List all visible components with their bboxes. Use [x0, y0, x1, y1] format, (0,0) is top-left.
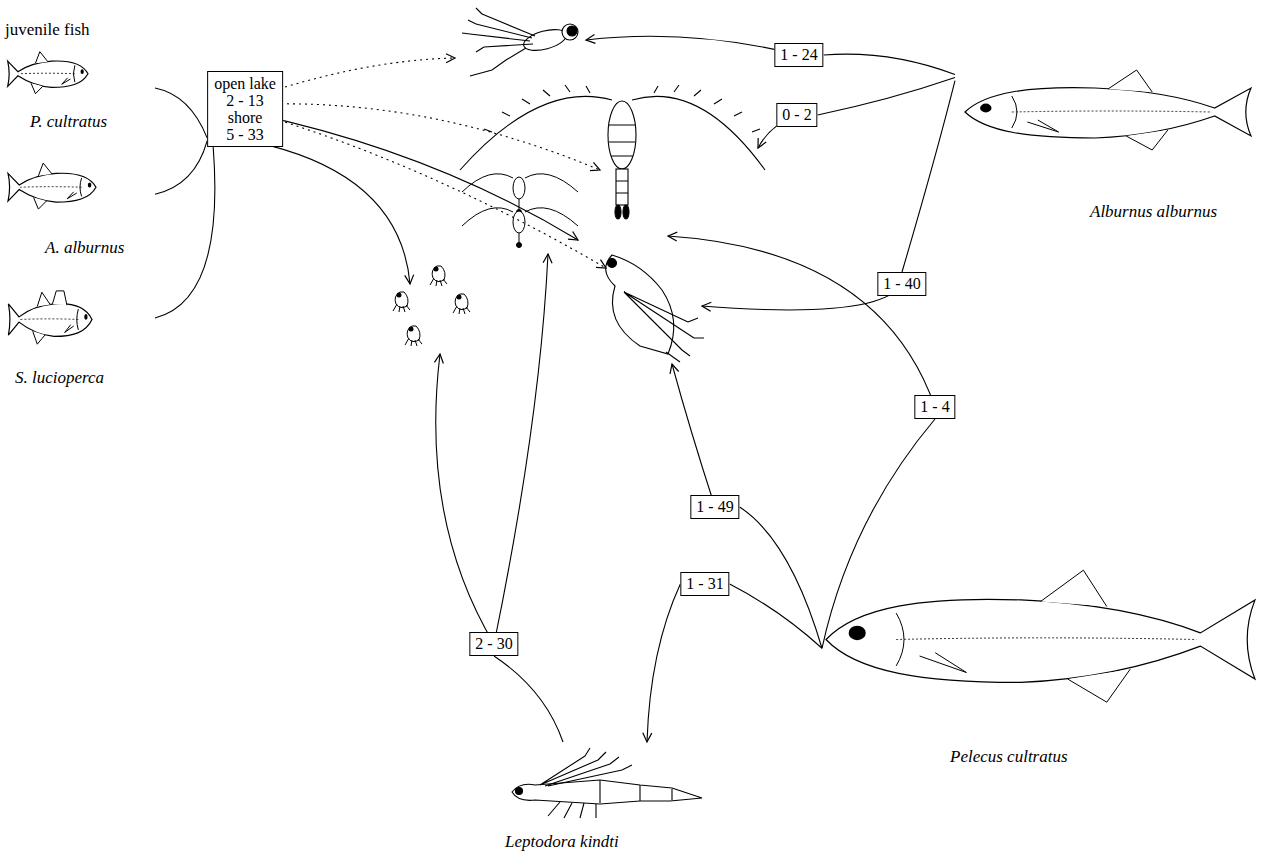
- range-text: 5 - 33: [214, 126, 276, 143]
- organism-name: S. lucioperca: [15, 368, 104, 388]
- leptodora-drawing: [512, 748, 702, 818]
- count-box: 1 - 31: [680, 572, 729, 596]
- connector-line: [155, 88, 207, 138]
- daphnia-drawing: [606, 255, 704, 362]
- count-box: 1 - 4: [914, 395, 955, 419]
- connector-line: [155, 141, 207, 194]
- connector-line: [740, 507, 822, 648]
- feeding-arrow: [245, 36, 935, 644]
- connector: [818, 78, 955, 115]
- arrowhead: [643, 733, 652, 742]
- organism-figure: Leptodora kindti: [500, 742, 710, 852]
- count-box: 1 - 49: [690, 495, 739, 519]
- connector-line: [824, 54, 955, 74]
- connector-line: [494, 656, 563, 742]
- organism-name: A. alburnus: [45, 238, 124, 258]
- juvenile-fish-drawing: [8, 52, 88, 94]
- count-box: 0 - 2: [776, 103, 817, 127]
- connector-line: [155, 147, 215, 318]
- organism-figure: Alburnus alburnus: [955, 70, 1255, 222]
- bosmina-drawing: [393, 266, 470, 346]
- connector: [902, 81, 955, 272]
- connector: [494, 656, 563, 742]
- fish-drawing: [965, 70, 1251, 150]
- organism-figure: A. alburnus: [5, 160, 155, 258]
- count-box: 2 - 30: [469, 632, 518, 656]
- organism-name: Alburnus alburnus: [1090, 202, 1217, 222]
- organism-name: Pelecus cultratus: [950, 747, 1068, 767]
- connector-line: [818, 78, 955, 115]
- copepod-drawing: [460, 85, 765, 219]
- count-text: 1 - 4: [920, 397, 949, 417]
- connector: [730, 584, 822, 648]
- connector: [155, 147, 215, 318]
- connector: [824, 54, 955, 74]
- connector: [155, 141, 207, 194]
- organism-figure: Pelecus cultratus: [822, 555, 1257, 767]
- count-text: 1 - 24: [780, 45, 817, 65]
- range-text: 2 - 13: [214, 92, 276, 109]
- dotted-feeding-arrow: [245, 58, 606, 268]
- group-label: juvenile fish: [5, 20, 90, 40]
- count-box: 1 - 24: [774, 43, 823, 67]
- organism-name: P. cultratus: [30, 112, 107, 132]
- count-box: 1 - 40: [877, 272, 926, 296]
- connector: [822, 419, 935, 648]
- count-text: 2 - 30: [475, 634, 512, 654]
- connector: [155, 88, 207, 138]
- connector: [643, 584, 681, 742]
- juvenile-fish-drawing: [8, 163, 96, 209]
- bythotrephes-drawing: [462, 8, 578, 76]
- count-text: 1 - 40: [883, 274, 920, 294]
- juvenile-fish-drawing: [8, 291, 92, 344]
- connector-line: [647, 584, 680, 742]
- range-box: open lake2 - 13shore5 - 33: [207, 71, 283, 147]
- connector: [740, 507, 822, 648]
- range-text: shore: [214, 109, 276, 126]
- connector-line: [902, 81, 955, 272]
- count-text: 0 - 2: [782, 105, 811, 125]
- fish-drawing: [826, 570, 1255, 702]
- connector-line: [730, 584, 822, 648]
- range-text: open lake: [214, 75, 276, 92]
- count-text: 1 - 31: [686, 574, 723, 594]
- connector-line: [822, 419, 935, 648]
- small-copepod-drawing: [462, 174, 578, 248]
- organism-name: Leptodora kindti: [505, 832, 619, 852]
- organism-figure: S. lucioperca: [5, 288, 155, 388]
- organism-figure: P. cultratus: [5, 52, 155, 132]
- count-text: 1 - 49: [696, 497, 733, 517]
